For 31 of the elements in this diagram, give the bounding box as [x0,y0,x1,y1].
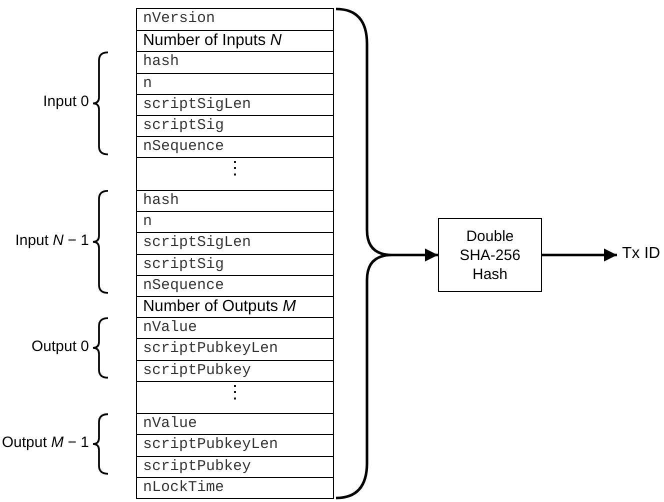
group-label: Input 0 [43,93,89,110]
field-row: nSequence [137,274,333,296]
field-row: scriptSigLen [137,94,333,115]
field-row: scriptPubkey [137,360,333,381]
field-row: nLockTime [137,476,333,498]
ellipsis-row: ⋮ [137,157,333,190]
group-label: Output M − 1 [2,434,89,451]
output-label: Tx ID [622,245,660,263]
group-label: Input N − 1 [15,232,89,249]
ellipsis-row: ⋮ [137,380,333,414]
field-row: nValue [137,317,333,338]
field-row: scriptSig [137,254,333,275]
group-label: Output 0 [31,338,89,355]
field-row: Number of Inputs N [137,30,333,52]
field-row: scriptPubkeyLen [137,338,333,360]
field-row: n [137,72,333,94]
field-row: n [137,211,333,232]
field-row: nSequence [137,136,333,158]
process-box: Double SHA-256 Hash [438,218,542,292]
field-row: Number of Outputs M [137,296,333,318]
field-row: hash [137,51,333,73]
field-row: scriptSig [137,115,333,136]
arrow [542,248,617,262]
field-row: scriptPubkey [137,456,333,477]
field-row: nVersion [137,9,333,30]
field-row: scriptSigLen [137,232,333,254]
field-row: hash [137,190,333,212]
brace-arrow [334,8,440,500]
field-table [136,8,334,499]
field-row: scriptPubkeyLen [137,434,333,456]
field-row: nValue [137,413,333,434]
